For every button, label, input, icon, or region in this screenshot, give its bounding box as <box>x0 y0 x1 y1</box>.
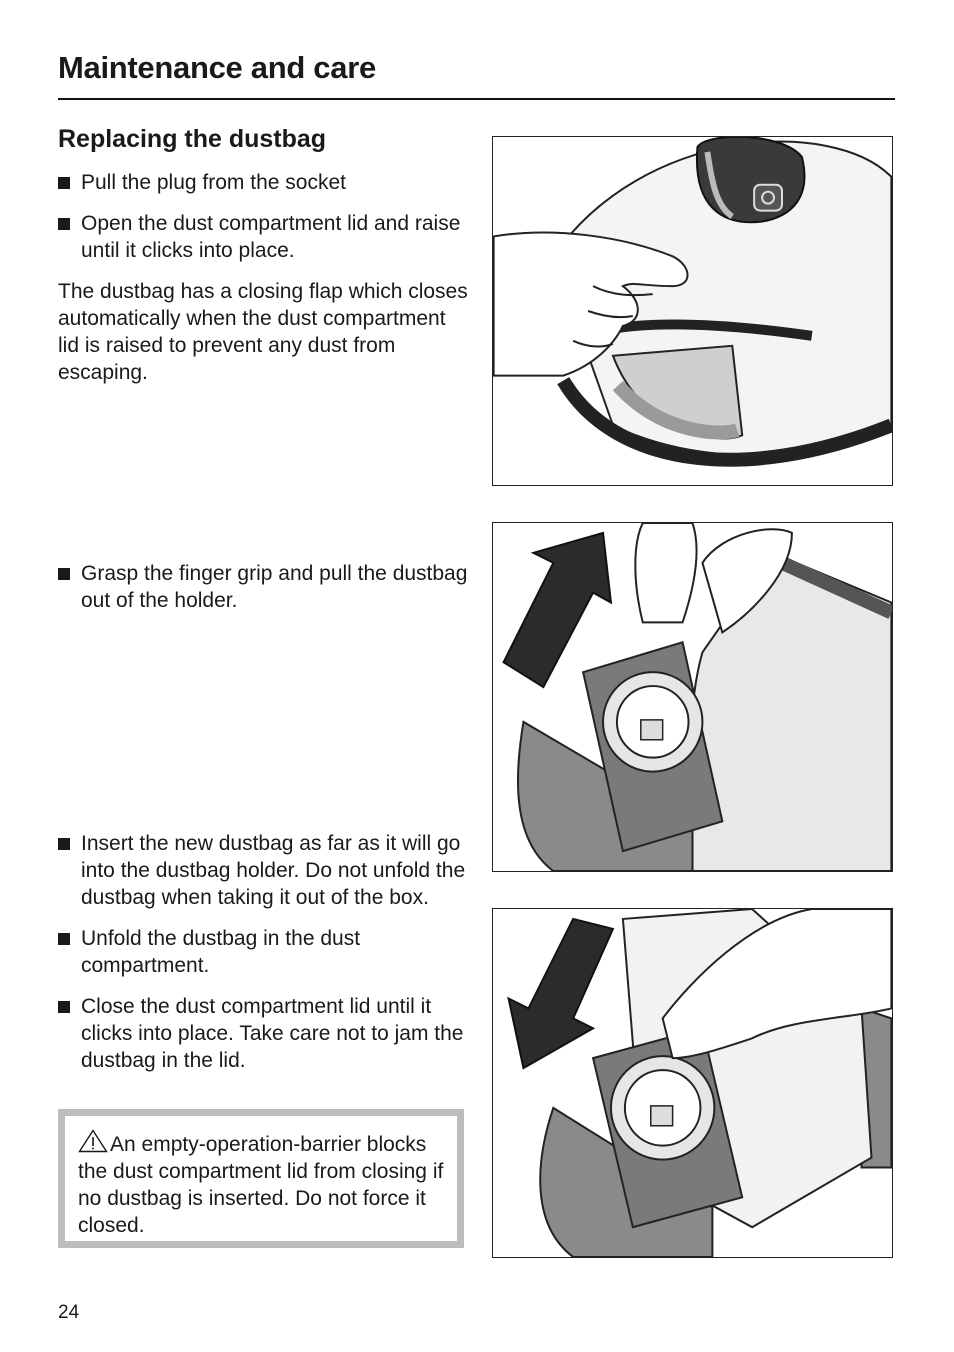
bullet-square-icon <box>58 933 70 945</box>
page-title: Maintenance and care <box>58 50 376 85</box>
list-item: Open the dust compartment lid and raise … <box>58 210 468 264</box>
note-paragraph: The dustbag has a closing flap which clo… <box>58 280 468 384</box>
list-item: Unfold the dustbag in the dust compartme… <box>58 925 468 979</box>
arrow-up-icon <box>502 531 613 689</box>
list-item: Insert the new dustbag as far as it will… <box>58 830 468 911</box>
list-item: Pull the plug from the socket <box>58 169 468 196</box>
section-heading: Replacing the dustbag <box>58 125 327 153</box>
dustbag-insert-drawing <box>493 909 892 1257</box>
steps-group-1: Pull the plug from the socket Open the d… <box>58 169 468 386</box>
warning-text: An empty-operation-barrier blocks the du… <box>78 1133 444 1237</box>
dustbag-holder-drawing <box>493 523 892 871</box>
list-item: Close the dust compartment lid until it … <box>58 993 468 1074</box>
illustration-remove-dustbag <box>492 522 893 872</box>
illustration-open-lid <box>492 136 893 486</box>
illustration-insert-dustbag <box>492 908 893 1258</box>
steps-group-2: Grasp the finger grip and pull the dustb… <box>58 560 468 628</box>
arrow-down-icon <box>507 917 615 1070</box>
vacuum-lid-drawing <box>493 137 892 485</box>
page-number: 24 <box>58 1302 80 1323</box>
warning-triangle-icon <box>78 1129 108 1153</box>
title-divider <box>58 98 895 100</box>
bullet-square-icon <box>58 568 70 580</box>
warning-box: An empty-operation-barrier blocks the du… <box>58 1109 464 1248</box>
bullet-square-icon <box>58 218 70 230</box>
bullet-square-icon <box>58 838 70 850</box>
list-item: Grasp the finger grip and pull the dustb… <box>58 560 468 614</box>
bullet-square-icon <box>58 1001 70 1013</box>
steps-group-3: Insert the new dustbag as far as it will… <box>58 830 468 1088</box>
bullet-square-icon <box>58 177 70 189</box>
